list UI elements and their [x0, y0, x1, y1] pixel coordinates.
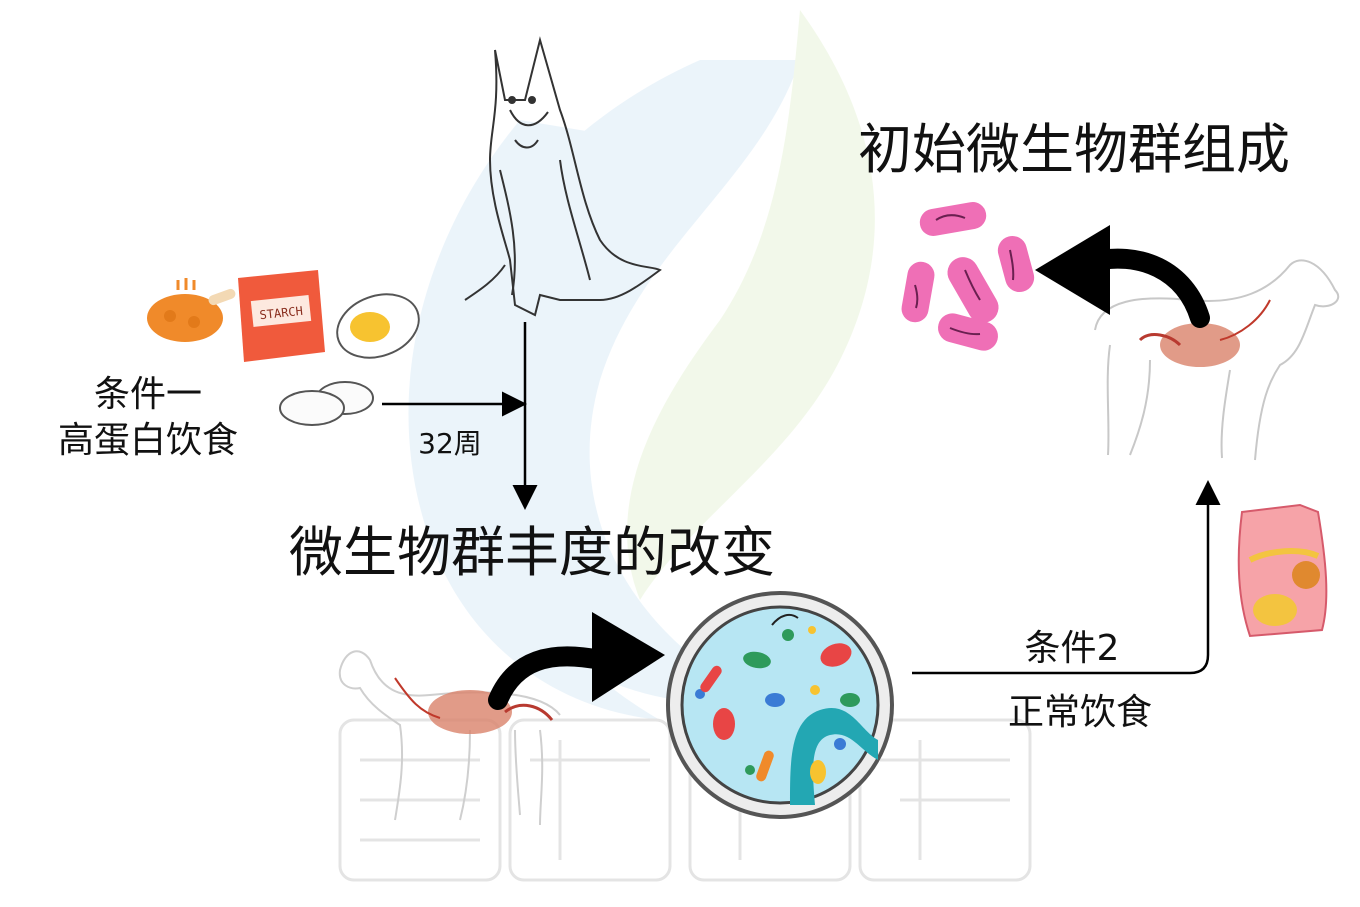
dog-food-bag-icon	[1237, 503, 1328, 638]
flow-arrows	[382, 322, 1221, 675]
chicken-icon	[147, 278, 236, 342]
watermark-logo	[408, 10, 875, 720]
starch-bag-icon: STARCH	[238, 270, 325, 362]
egg-icon	[336, 293, 420, 359]
sitting-dog-icon	[464, 36, 662, 317]
condition2-diet-label: 正常饮食	[1008, 692, 1152, 733]
condition2-label: 条件2	[1025, 628, 1120, 669]
potato-icon	[279, 381, 374, 426]
initial-microbiota-title: 初始微生物群组成	[858, 118, 1290, 181]
curved-arrow-left	[488, 612, 665, 710]
petri-dish-icon	[666, 591, 894, 819]
condition1-label: 条件一	[94, 374, 202, 415]
bacteria-icon	[901, 202, 1035, 351]
starch-bag-label: STARCH	[259, 304, 304, 322]
duration-label: 32周	[418, 427, 482, 460]
microbiota-change-title: 微生物群丰度的改变	[289, 521, 775, 584]
condition1-diet-label: 高蛋白饮食	[58, 420, 238, 461]
xray-dog-icon	[1094, 259, 1340, 461]
curved-arrow-right	[1035, 225, 1210, 328]
